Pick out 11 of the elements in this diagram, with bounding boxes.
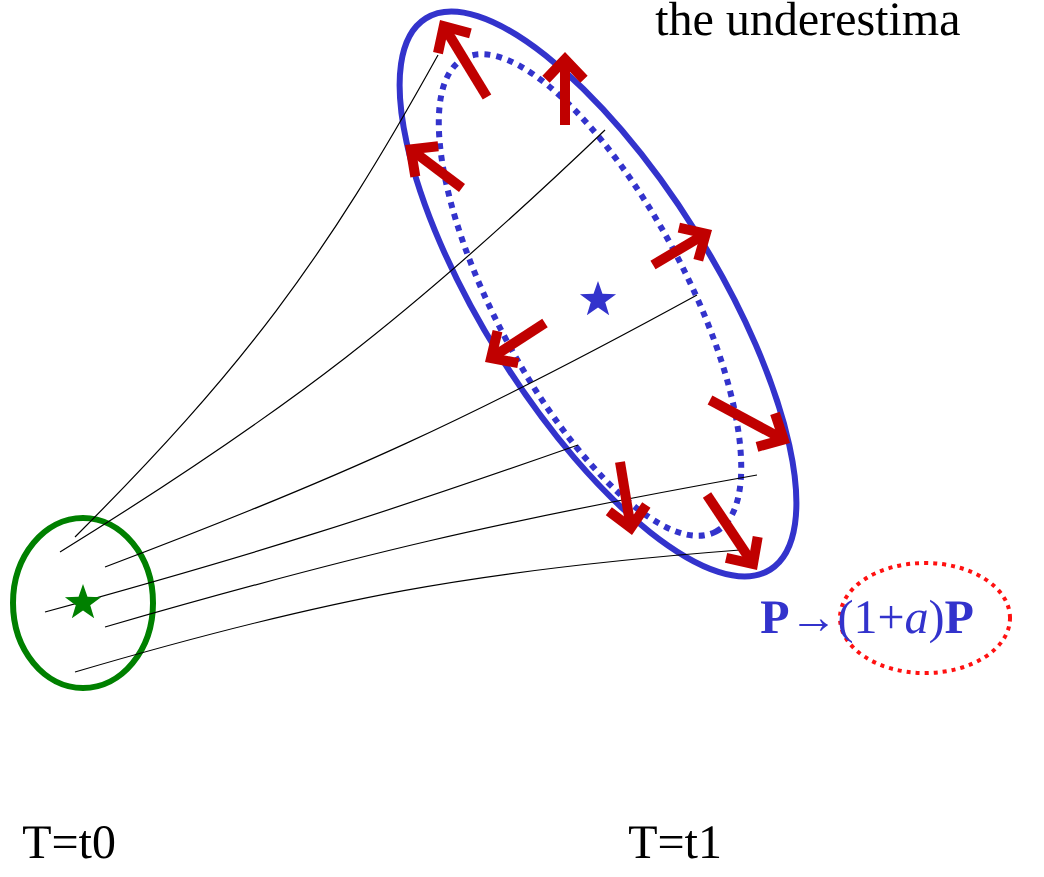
- time-label: T=t1: [629, 826, 720, 859]
- trajectory-curve: [104, 294, 698, 568]
- formula-text: P→(1+a)P: [761, 599, 973, 644]
- trajectory-curve: [74, 54, 439, 538]
- trajectory-curve: [59, 129, 606, 553]
- ellipse: [10, 515, 156, 691]
- trajectory-curve: [104, 474, 758, 628]
- heading-text: the underestima: [655, 1, 960, 36]
- trajectory-curve: [74, 549, 741, 673]
- trajectory-curve: [44, 444, 579, 613]
- time-label: T=t0: [23, 826, 115, 859]
